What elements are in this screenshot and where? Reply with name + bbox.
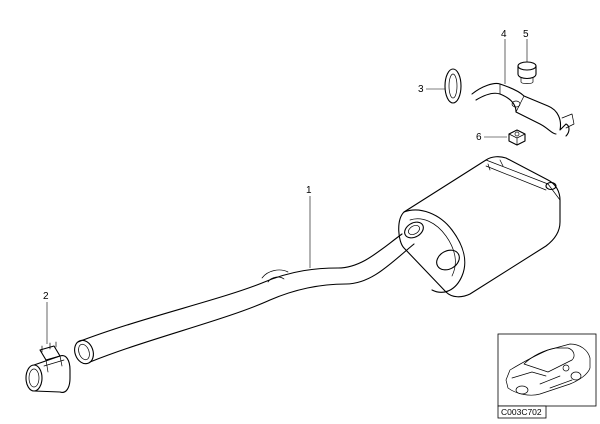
part-6-hex-nut[interactable]	[508, 129, 526, 146]
callout-1: 1	[306, 185, 312, 196]
part-3-gasket-ring[interactable]	[444, 68, 462, 104]
car-outline-icon	[505, 343, 591, 396]
callout-5: 5	[523, 29, 529, 40]
part-4-mounting-bracket[interactable]	[471, 82, 575, 137]
diagram-reference-code: C003C702	[501, 407, 542, 417]
part-1-rear-muffler-assembly[interactable]	[71, 156, 561, 367]
part-2-pipe-clamp[interactable]	[25, 341, 71, 393]
callout-4: 4	[501, 29, 507, 40]
part-5-rubber-mount[interactable]	[517, 61, 537, 84]
vehicle-reference-thumbnail: C003C702	[497, 333, 597, 419]
callout-6: 6	[476, 132, 482, 143]
callout-3: 3	[418, 84, 424, 95]
callout-2: 2	[43, 291, 49, 302]
